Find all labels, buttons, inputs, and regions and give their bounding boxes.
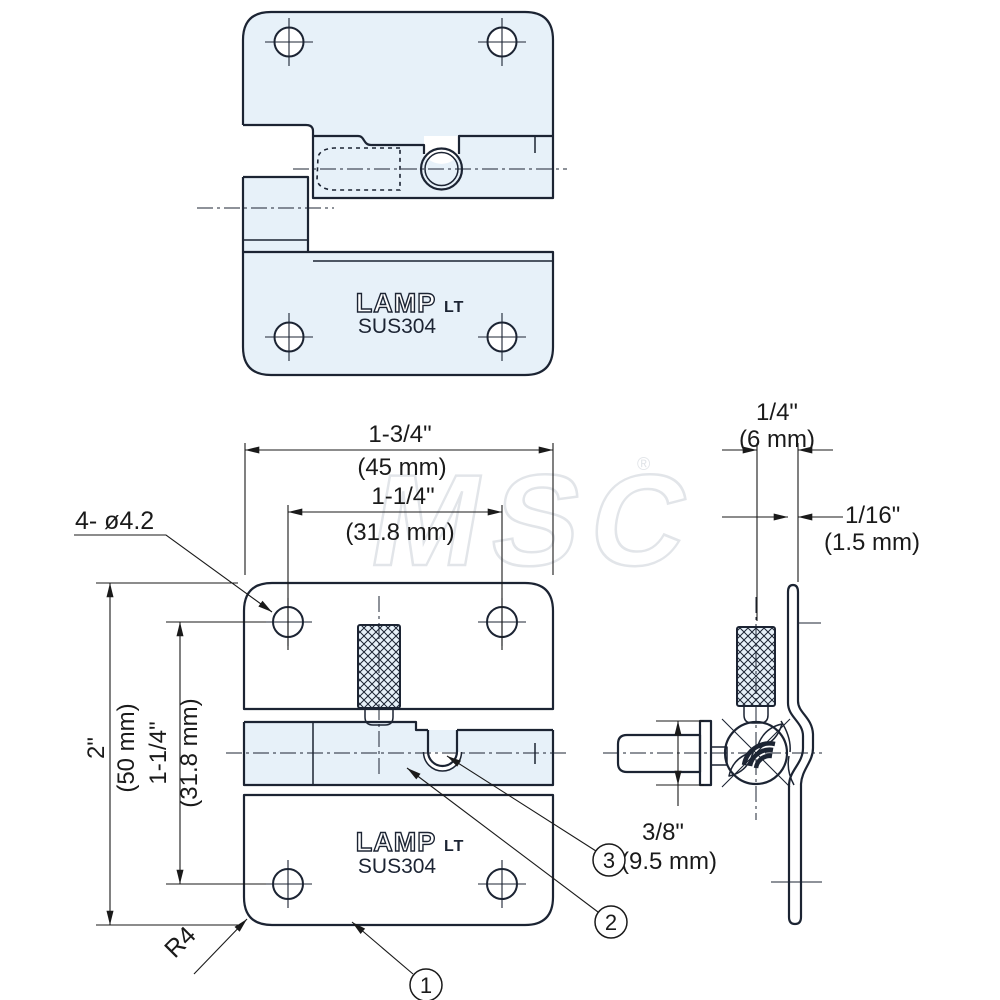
top-view-hidden-pin [316, 147, 401, 191]
material-label: SUS304 [358, 855, 437, 878]
dim-hole-pitch-v-mm: (31.8 mm) [176, 698, 203, 807]
dim-hole-pitch-v-inch: 1-1/4" [145, 721, 172, 784]
side-view-pin-neck [710, 746, 728, 766]
brand-suffix: LT [444, 838, 464, 855]
note-corner-radius: R4 [159, 921, 201, 963]
dim-hole-pitch-h-inch: 1-1/4" [371, 483, 434, 510]
brand-logo: LAMP [356, 288, 437, 318]
side-view-pin [616, 733, 702, 774]
brand-suffix: LT [444, 299, 464, 316]
front-view-logo: LAMP LT SUS304 [355, 826, 464, 878]
watermark-text: MSC [361, 447, 712, 593]
front-view-notch-pocket [426, 730, 459, 768]
callout-balloon-3 [592, 843, 626, 877]
dim-overall-width-mm: (45 mm) [357, 454, 446, 481]
dim-overall-height-inch: 2" [83, 737, 110, 759]
watermark-registered-icon: ® [637, 454, 650, 474]
dim-depth-inch: 1/4" [756, 399, 798, 426]
callouts: 1 2 3 [351, 755, 628, 1000]
dim-pin-inch: 3/8" [642, 819, 684, 846]
watermark: MSC ® [359, 446, 712, 594]
note-hole-diameter: 4- ø4.2 [75, 507, 154, 535]
material-label: SUS304 [358, 315, 437, 338]
dim-thickness-inch: 1/16" [845, 502, 900, 529]
callout-balloon-2 [594, 905, 628, 939]
top-view-holes [265, 18, 526, 361]
dim-overall-width-inch: 1-3/4" [368, 421, 431, 448]
side-view [603, 583, 822, 926]
dim-hole-pitch-h-mm: (31.8 mm) [345, 519, 454, 546]
dim-thickness-mm: (1.5 mm) [824, 529, 920, 556]
front-view-lower-plate [242, 793, 555, 927]
front-view-upper-plate [242, 581, 555, 711]
side-view-dimensions: 1/4" (6 mm) 1/16" (1.5 mm) 3/8" (9.5 mm) [621, 399, 920, 875]
callout-number-2: 2 [605, 910, 617, 935]
top-view-upper-plate [243, 12, 553, 136]
front-view: LAMP LT SUS304 [226, 581, 570, 927]
top-view: LAMP LT SUS304 [197, 10, 567, 377]
callout-number-1: 1 [420, 973, 432, 998]
side-view-bent-plate [786, 583, 815, 926]
callout-balloon-1 [409, 968, 443, 1000]
top-view-logo: LAMP LT SUS304 [355, 287, 464, 338]
top-view-lower-plate [243, 252, 553, 375]
dim-pin-mm: (9.5 mm) [621, 848, 717, 875]
brand-logo: LAMP [356, 827, 437, 857]
top-view-slide-bar [313, 136, 553, 198]
side-view-rotor-petal [728, 751, 754, 777]
dim-depth-mm: (6 mm) [739, 426, 815, 453]
side-view-knob-neck [743, 706, 769, 724]
front-view-dimensions: 1-3/4" (45 mm) 1-1/4" (31.8 mm) 2" (50 m… [74, 421, 554, 975]
dim-overall-height-mm: (50 mm) [113, 703, 140, 792]
top-view-notch [424, 136, 459, 164]
callout-number-3: 3 [603, 848, 615, 873]
